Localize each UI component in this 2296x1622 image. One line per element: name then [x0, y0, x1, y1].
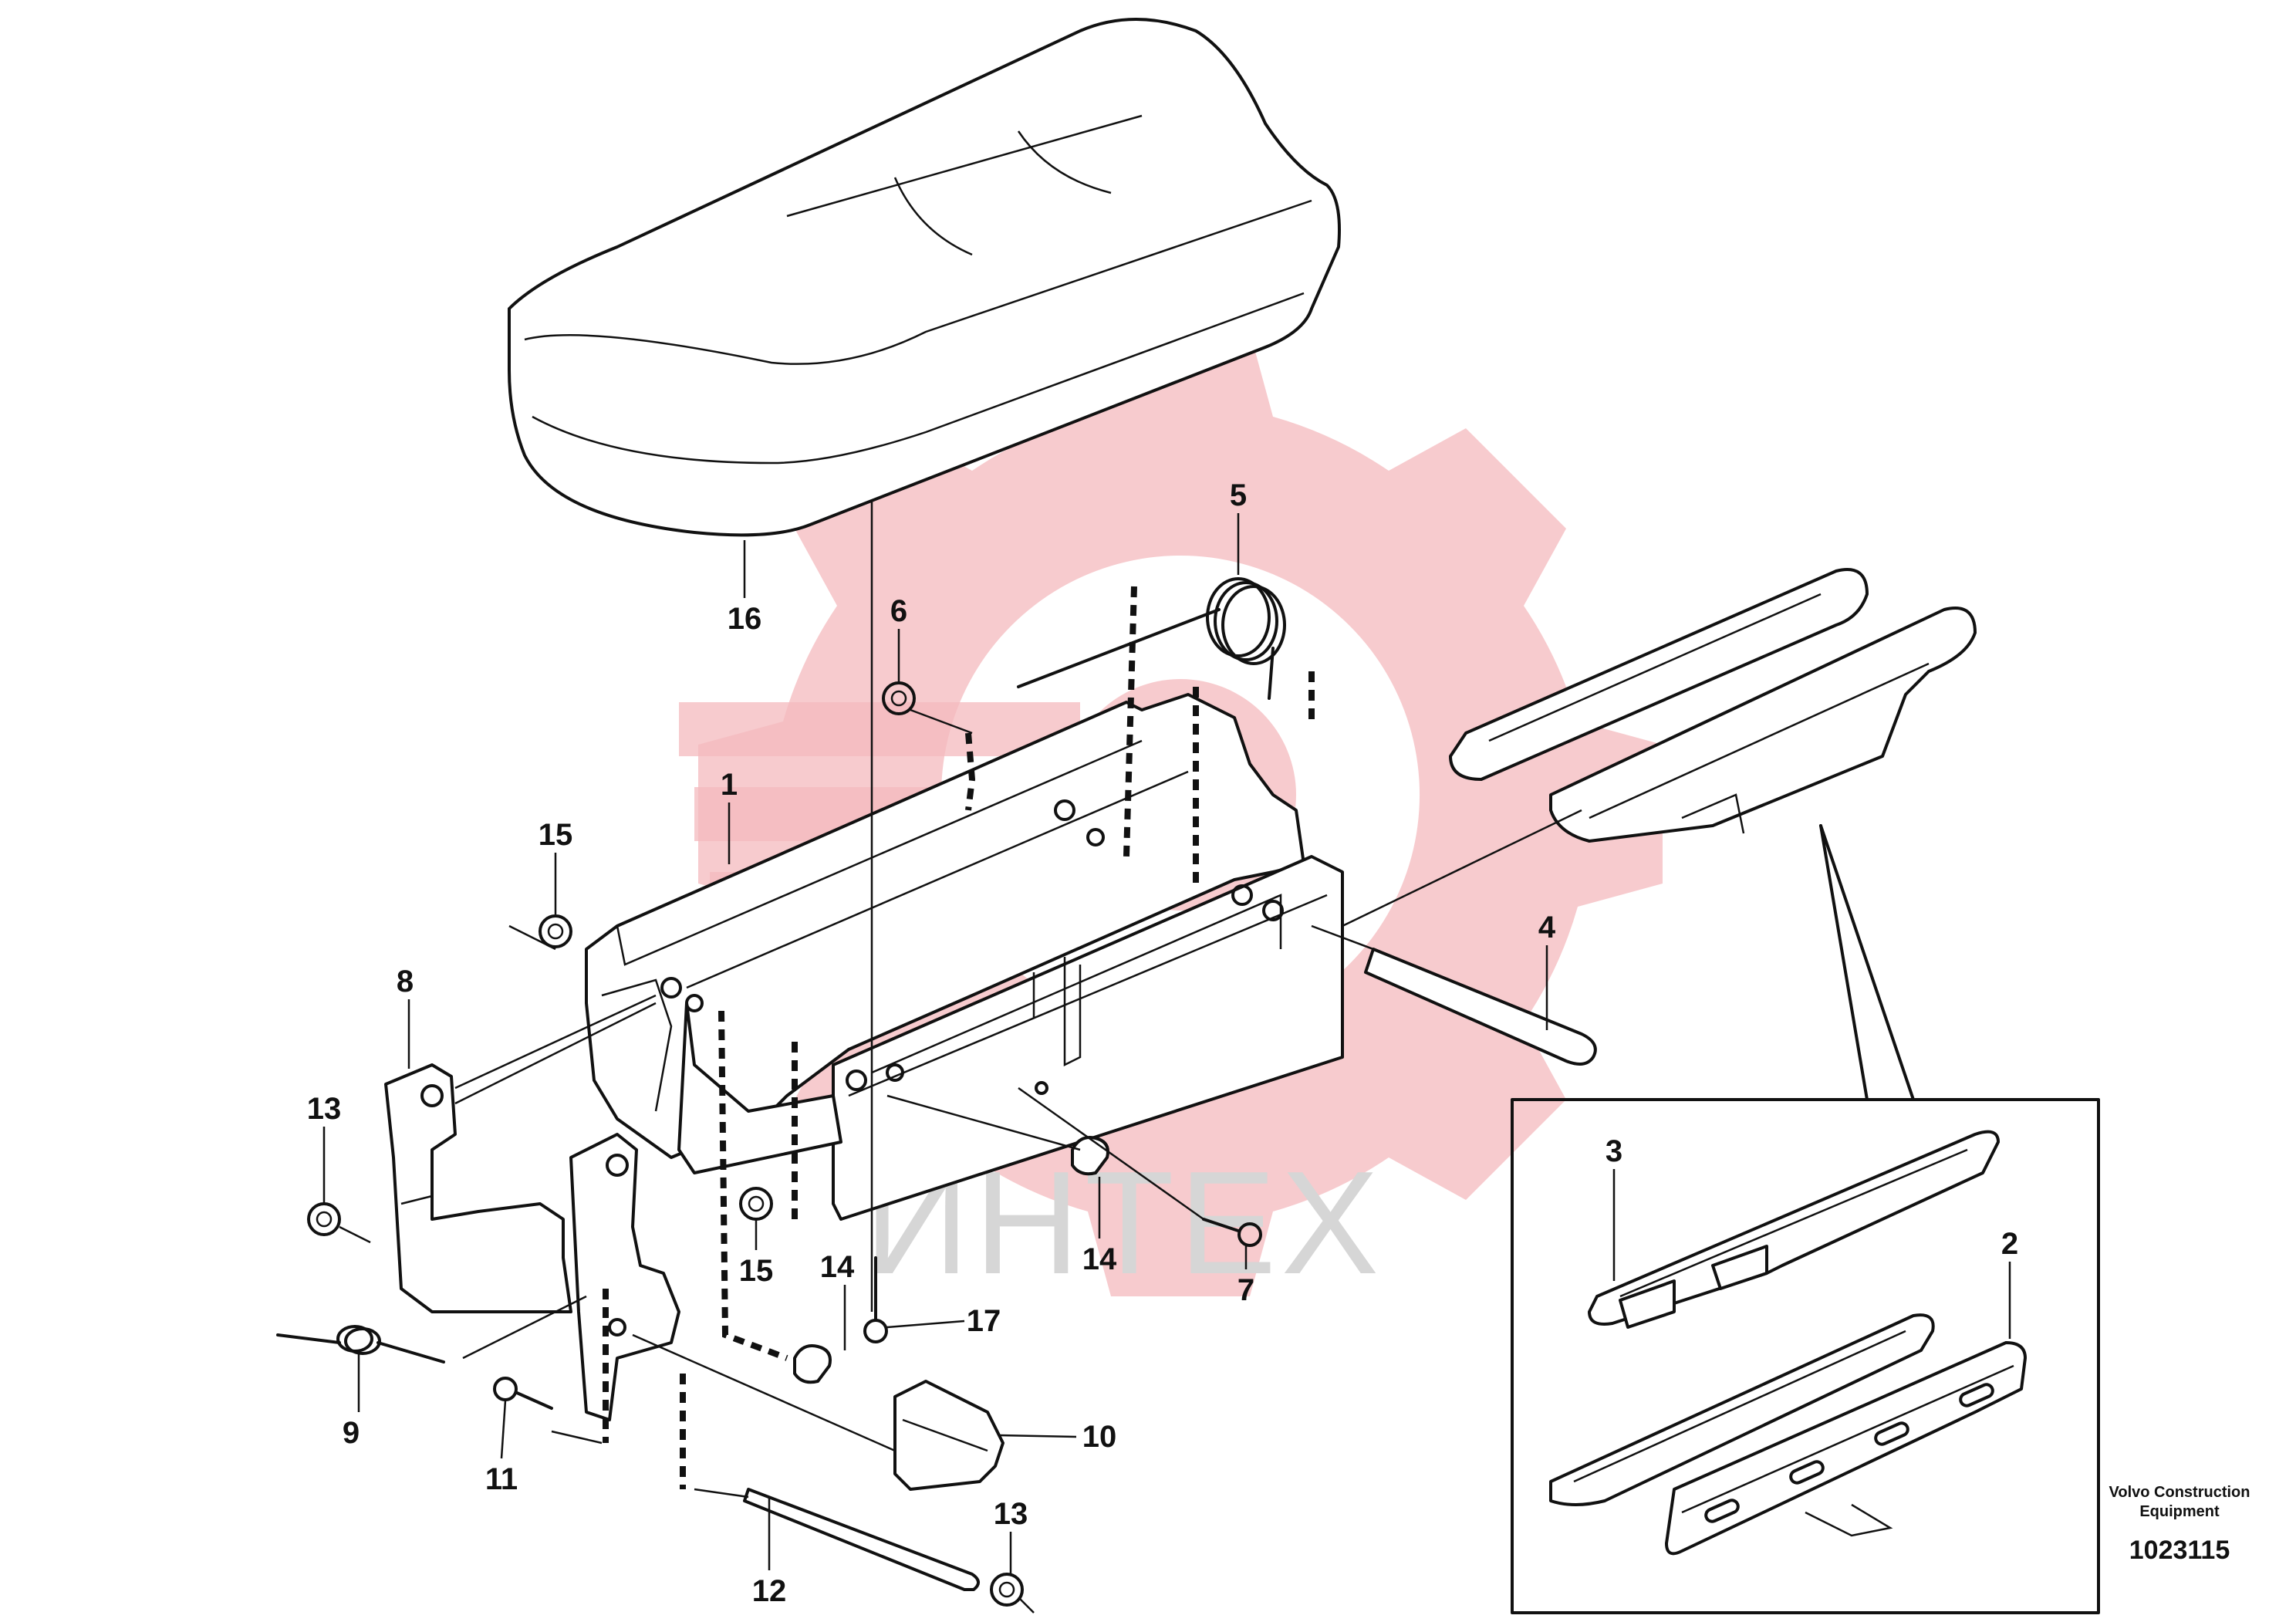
rack-part-3 — [1588, 1130, 2000, 1329]
callout-9: 9 — [343, 1416, 360, 1450]
callout-leaders — [322, 513, 1548, 1574]
brand-line-1: Volvo Construction — [2109, 1484, 2250, 1501]
callout-17: 17 — [967, 1304, 1001, 1338]
callout-7: 7 — [1237, 1273, 1254, 1307]
brand-block: Volvo Construction Equipment 1023115 — [2109, 1484, 2250, 1565]
main-bracket-part-1 — [585, 693, 1344, 1221]
callout-4: 4 — [1538, 911, 1556, 944]
pin-part-14 — [793, 1136, 1109, 1384]
callout-13-upper: 13 — [307, 1092, 342, 1126]
callout-11: 11 — [485, 1462, 518, 1496]
pin-part-4 — [1364, 948, 1597, 1066]
detail-box — [1511, 1098, 2100, 1614]
callout-1: 1 — [721, 768, 738, 802]
callout-5: 5 — [1230, 478, 1247, 512]
brand-line-2: Equipment — [2139, 1503, 2220, 1520]
screw-part-11 — [493, 1377, 553, 1410]
callout-labels: 16 5 6 1 15 8 13 4 14 14 7 15 17 9 11 10… — [307, 478, 2018, 1608]
knob-part-10 — [893, 1380, 1004, 1491]
rod-part-12 — [743, 1488, 980, 1591]
screw-part-7 — [1202, 1218, 1262, 1247]
side-plate-part-8 — [384, 1063, 680, 1421]
callout-2: 2 — [2001, 1227, 2018, 1261]
rail-part-2 — [1549, 1313, 2027, 1556]
callout-13-lower: 13 — [994, 1497, 1028, 1531]
callout-14-right: 14 — [1082, 1242, 1117, 1276]
seat-cushion-part-16 — [508, 18, 1341, 537]
drawing-number: 1023115 — [2129, 1536, 2230, 1565]
detail-pointer — [1819, 824, 1915, 1101]
callout-15-upper: 15 — [539, 818, 573, 852]
lock-washer-part-15-upper — [539, 914, 572, 948]
callout-10: 10 — [1082, 1420, 1117, 1454]
callout-6: 6 — [890, 594, 907, 628]
lock-washer-part-13-upper — [307, 1202, 341, 1236]
adjuster-assembly-overview — [1449, 568, 1977, 843]
spring-part-9 — [276, 1325, 445, 1363]
torsion-spring-part-5 — [1017, 577, 1286, 700]
callout-14-left: 14 — [820, 1250, 855, 1284]
callout-16: 16 — [728, 602, 762, 636]
callout-3: 3 — [1606, 1134, 1622, 1168]
screw-part-17 — [863, 1256, 888, 1343]
lock-washer-part-13-lower — [990, 1573, 1024, 1607]
assembly-lines — [339, 502, 1582, 1614]
callout-8: 8 — [397, 965, 414, 999]
lock-washer-part-15-lower — [739, 1187, 773, 1221]
callout-12: 12 — [752, 1574, 787, 1608]
callout-15-lower: 15 — [739, 1254, 774, 1288]
